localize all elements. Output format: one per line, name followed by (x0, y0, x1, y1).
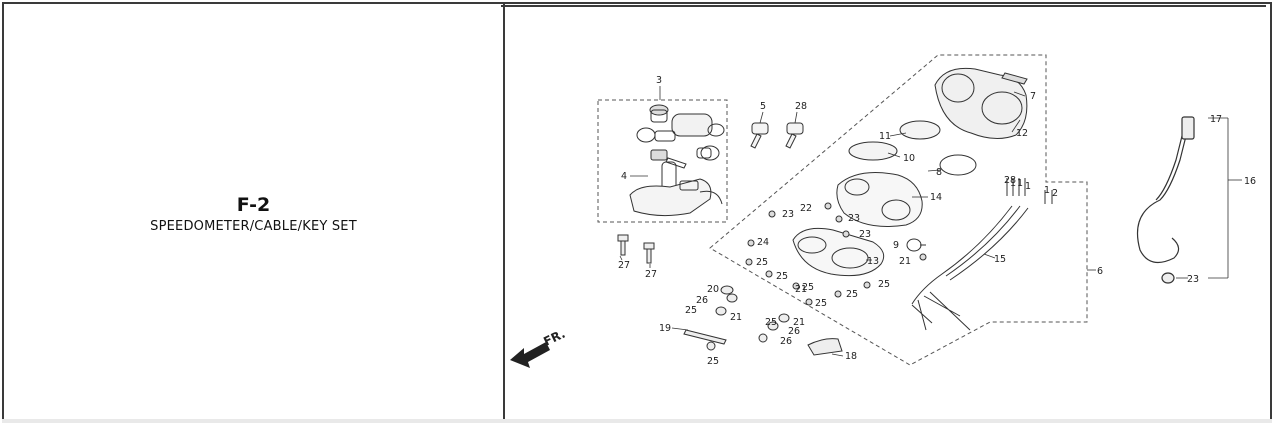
part-number: 10 (903, 153, 915, 164)
part-number: 16 (1244, 176, 1256, 187)
part-number: 19 (659, 323, 671, 334)
part-number: 21 (899, 256, 911, 267)
part-number: 25 (815, 298, 827, 309)
ignition-switch-icon (629, 104, 725, 217)
part-number: 25 (685, 305, 697, 316)
screw-icon (745, 202, 927, 306)
part-number: 1 (1017, 178, 1023, 189)
speedometer-cable-icon (1136, 116, 1195, 284)
part-number: 26 (788, 326, 800, 337)
figure-title: SPEEDOMETER/CABLE/KEY SET (150, 219, 357, 234)
clamp-icon (906, 238, 926, 252)
part-number: 17 (1210, 114, 1222, 125)
meter-case-icon (792, 172, 923, 277)
part-number: 23 (859, 229, 871, 240)
part-number: 25 (802, 282, 814, 293)
meter-cover-icon (848, 67, 1028, 176)
panel-divider (503, 4, 505, 421)
key-set-dashed-box (597, 99, 728, 223)
part-number: 7 (1030, 91, 1036, 102)
part-number: 5 (760, 101, 766, 112)
part-number: 13 (867, 256, 879, 267)
leader-lines (619, 86, 1242, 357)
part-number: 24 (757, 237, 769, 248)
key-icon (750, 122, 804, 149)
part-number: 14 (930, 192, 942, 203)
part-number: 1 (1010, 178, 1016, 189)
part-number: 12 (1016, 128, 1028, 139)
part-number: 15 (994, 254, 1006, 265)
part-number: 26 (780, 336, 792, 347)
part-number-labels: 3 4 5 6 7 8 9 10 11 12 13 14 15 16 17 18… (618, 75, 1256, 367)
part-number: 1 (1044, 185, 1050, 196)
front-direction-label: FR. (541, 327, 567, 349)
part-number: 21 (795, 284, 807, 295)
part-number: 25 (756, 257, 768, 268)
bolt-icon (617, 234, 655, 264)
part-number: 23 (848, 213, 860, 224)
part-number: 26 (696, 295, 708, 306)
figure-code: F-2 (236, 194, 271, 216)
part-number: 18 (845, 351, 857, 362)
part-number: 21 (793, 317, 805, 328)
part-number: 25 (846, 289, 858, 300)
part-number: 6 (1097, 266, 1103, 277)
part-number: 27 (618, 260, 630, 271)
bottom-strip (2, 419, 1272, 423)
part-number: 23 (782, 209, 794, 220)
part-number: 25 (765, 317, 777, 328)
part-number: 4 (621, 171, 627, 182)
part-number: 21 (730, 312, 742, 323)
part-number: 1 (1025, 181, 1031, 192)
part-number: 28 (1004, 175, 1016, 186)
part-number: 25 (707, 356, 719, 367)
part-number: 23 (1187, 274, 1199, 285)
part-number: 27 (645, 269, 657, 280)
meter-dashed-region (709, 54, 1088, 366)
part-number: 8 (936, 167, 942, 178)
part-number: 28 (795, 101, 807, 112)
part-number: 25 (776, 271, 788, 282)
bracket-icon (683, 285, 843, 356)
title-panel: F-2 SPEEDOMETER/CABLE/KEY SET (4, 4, 503, 421)
part-number: 11 (879, 131, 891, 142)
part-number: 25 (878, 279, 890, 290)
part-number: 2 (1052, 188, 1058, 199)
part-number: 22 (800, 203, 812, 214)
wire-harness-icon (911, 178, 1053, 331)
exploded-parts-diagram: FR. 3 4 5 6 7 8 9 10 11 12 13 (501, 5, 1266, 368)
part-number: 3 (656, 75, 662, 86)
part-number: 9 (893, 240, 899, 251)
part-number: 20 (707, 284, 719, 295)
front-direction-arrow-icon (510, 342, 550, 368)
